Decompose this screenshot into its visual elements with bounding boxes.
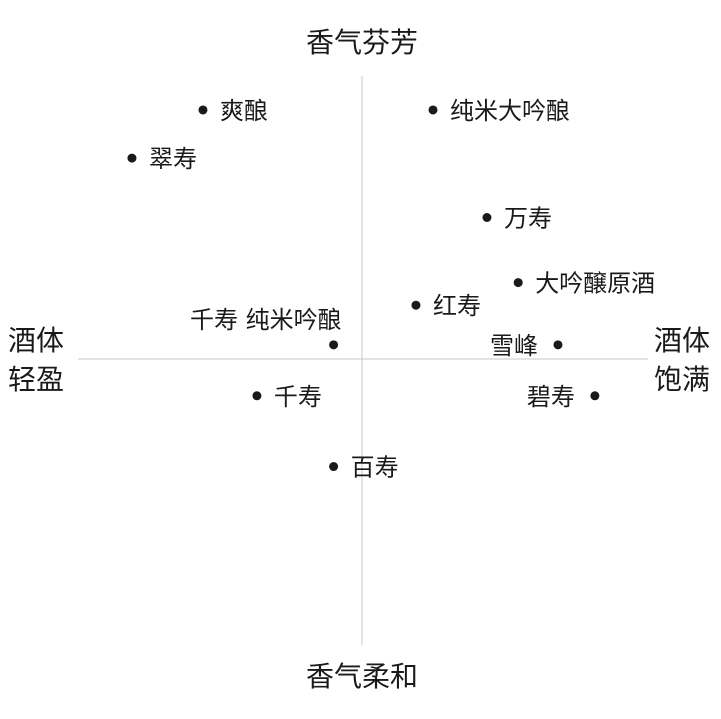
data-point-dot xyxy=(329,340,339,350)
data-point-dot xyxy=(513,278,523,288)
data-point-label: 纯米大吟酿 xyxy=(450,97,570,125)
data-point-dot xyxy=(127,153,137,163)
data-point-label: 万寿 xyxy=(504,205,552,233)
data-point-label: 碧寿 xyxy=(527,383,575,411)
axis-label-right-line-1: 酒体 xyxy=(654,324,710,357)
data-point-label: 千寿 xyxy=(274,383,322,411)
data-point-dot xyxy=(252,391,262,401)
axis-label-left-line-1: 酒体 xyxy=(8,324,64,357)
data-point-label: 雪峰 xyxy=(490,332,538,360)
data-point-dot xyxy=(329,462,339,472)
data-point-label: 百寿 xyxy=(351,454,399,482)
data-point-dot xyxy=(553,340,563,350)
axis-label-right-line-2: 饱满 xyxy=(654,363,710,396)
data-point-label: 爽酿 xyxy=(220,97,268,125)
axis-label-top: 香气芬芳 xyxy=(306,26,418,59)
data-point-label: 红寿 xyxy=(433,292,481,320)
axis-label-left-line-2: 轻盈 xyxy=(8,363,64,396)
data-point-dot xyxy=(411,300,421,310)
data-point-dot xyxy=(590,391,600,401)
data-point-dot xyxy=(198,105,208,115)
data-point-label: 翠寿 xyxy=(149,145,197,173)
data-point-label: 大吟醸原酒 xyxy=(535,270,655,298)
axis-label-bottom: 香气柔和 xyxy=(306,660,418,693)
data-point-dot xyxy=(482,213,492,222)
data-point-label: 千寿 纯米吟酿 xyxy=(190,306,342,334)
data-point-dot xyxy=(428,105,438,115)
